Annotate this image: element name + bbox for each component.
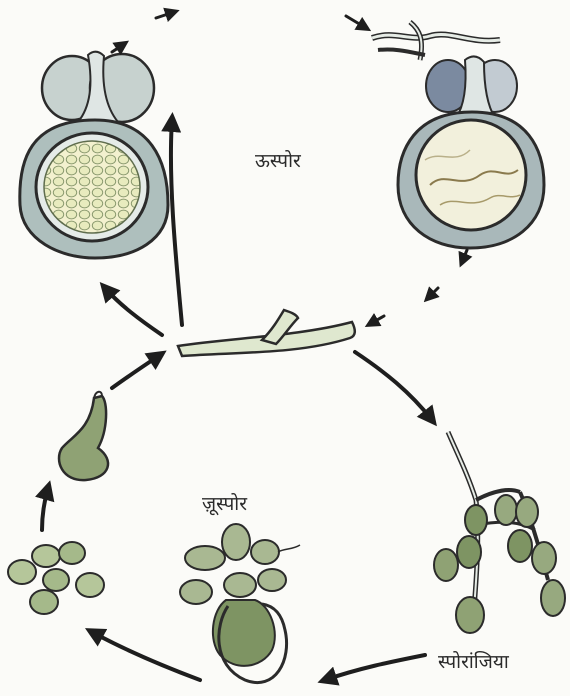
mycelium-hypha-icon [178, 310, 355, 356]
encysted-zoospores-icon [8, 542, 104, 614]
oogonium-with-oospore-icon [20, 52, 168, 258]
label-oospore: ऊस्पोर [255, 147, 301, 173]
label-zoospore: ज़ूस्पोर [202, 490, 247, 516]
germ-tube-icon [59, 392, 108, 480]
label-sporangia: स्पोरांजिया [438, 648, 509, 674]
germinating-oospore-icon [372, 22, 544, 248]
zoospore-release-icon [180, 524, 300, 683]
sporangiophore-icon [434, 432, 565, 633]
